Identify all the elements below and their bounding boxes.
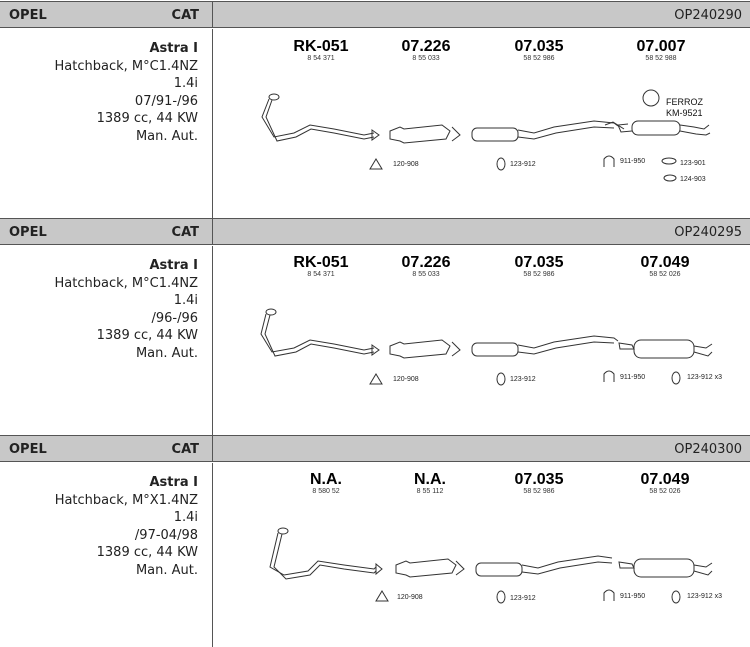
exhaust-system-drawing [260, 308, 713, 386]
accessory-code[interactable]: 123-912 x3 [687, 593, 723, 600]
accessory-code[interactable]: 123-912 [510, 161, 536, 168]
gearbox-type: Man. Aut. [135, 345, 198, 361]
make-label: OPEL [9, 442, 47, 457]
vehicle-info: Astra I Hatchback, M°C1.4NZ 1.4i /96-/96… [0, 246, 213, 436]
accessory-code[interactable]: 120-908 [397, 594, 423, 601]
accessory-code[interactable]: 120-908 [393, 161, 419, 168]
model-name: Astra I [149, 41, 198, 56]
accessory-code[interactable]: 123-912 [510, 376, 536, 383]
listing-code[interactable]: OP240295 [674, 225, 742, 240]
listing-code[interactable]: OP240300 [674, 442, 742, 457]
body-engine-code: Hatchback, M°X1.4NZ [54, 492, 198, 508]
exhaust-listing: OPEL CAT OP240300 Astra I Hatchback, M°X… [0, 435, 750, 647]
accessory-code[interactable]: 123-912 x3 [687, 374, 723, 381]
accessory-code[interactable]: 124-903 [680, 176, 706, 183]
production-years: /97-04/98 [134, 527, 198, 543]
gearbox-type: Man. Aut. [135, 562, 198, 578]
part-number[interactable]: N.A.8 55 112 [414, 471, 446, 496]
make-label: OPEL [9, 225, 47, 240]
listing-header: OPEL CAT OP240300 [0, 436, 750, 462]
body-engine-code: Hatchback, M°C1.4NZ [54, 275, 198, 291]
listing-header: OPEL CAT OP240295 [0, 219, 750, 245]
make-label: OPEL [9, 8, 47, 23]
cat-label: CAT [171, 442, 199, 457]
model-name: Astra I [149, 258, 198, 273]
exhaust-listing: OPEL CAT OP240290 Astra I Hatchback, M°C… [0, 1, 750, 219]
cat-label: CAT [171, 8, 199, 23]
engine-size: 1.4i [173, 293, 198, 309]
accessory-code[interactable]: 911-950 [620, 593, 646, 600]
exhaust-system-drawing [261, 89, 711, 182]
accessory-code[interactable]: 120-908 [393, 376, 419, 383]
accessory-code[interactable]: 123-901 [680, 160, 706, 167]
displacement-power: 1389 cc, 44 KW [96, 111, 198, 127]
accessory-code[interactable]: 911-950 [620, 374, 646, 381]
listing-header: OPEL CAT OP240290 [0, 2, 750, 28]
exhaust-listing: OPEL CAT OP240295 Astra I Hatchback, M°C… [0, 218, 750, 436]
exhaust-system-drawing [269, 527, 713, 604]
accessory-code[interactable]: 911-950 [620, 158, 646, 165]
production-years: 07/91-/96 [134, 93, 198, 109]
model-name: Astra I [149, 475, 198, 490]
body-engine-code: Hatchback, M°C1.4NZ [54, 58, 198, 74]
vehicle-info: Astra I Hatchback, M°X1.4NZ 1.4i /97-04/… [0, 463, 213, 647]
engine-size: 1.4i [173, 510, 198, 526]
displacement-power: 1389 cc, 44 KW [96, 545, 198, 561]
part-number[interactable]: N.A.8 580 52 [310, 471, 342, 496]
engine-size: 1.4i [173, 76, 198, 92]
production-years: /96-/96 [151, 310, 198, 326]
ferroz-label: FERROZ KM-9521 [666, 97, 703, 118]
accessory-code[interactable]: 123-912 [510, 595, 536, 602]
gearbox-type: Man. Aut. [135, 128, 198, 144]
cat-label: CAT [171, 225, 199, 240]
vehicle-info: Astra I Hatchback, M°C1.4NZ 1.4i 07/91-/… [0, 29, 213, 219]
displacement-power: 1389 cc, 44 KW [96, 328, 198, 344]
listing-code[interactable]: OP240290 [674, 8, 742, 23]
